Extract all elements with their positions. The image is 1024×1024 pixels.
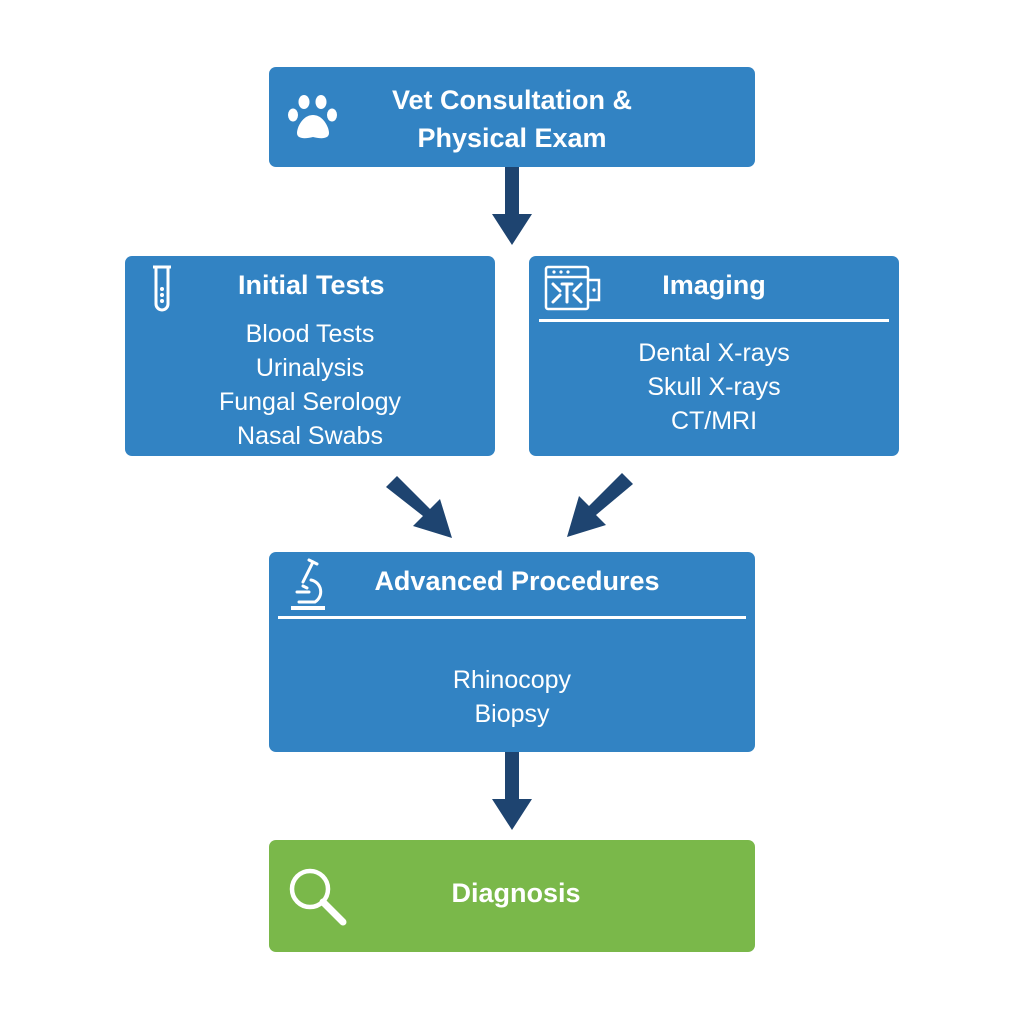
node-consultation: Vet Consultation & Physical Exam <box>269 67 755 167</box>
imaging-divider <box>539 319 889 322</box>
initial-tests-list: Blood Tests Urinalysis Fungal Serology N… <box>125 317 495 453</box>
test-tube-icon <box>153 265 171 312</box>
arrow-tests-to-advanced <box>386 476 452 538</box>
list-item: Dental X-rays <box>638 339 790 367</box>
consultation-title-line2: Physical Exam <box>417 123 607 153</box>
list-item: Biopsy <box>474 700 550 728</box>
arrow-consultation-to-tests <box>492 167 532 245</box>
diagnosis-title: Diagnosis <box>451 878 581 908</box>
node-imaging: Imaging Dental X-rays Skull X-rays CT/MR… <box>529 256 899 456</box>
list-item: Rhinocopy <box>452 666 572 694</box>
xray-machine-icon <box>544 265 601 311</box>
node-advanced-procedures: Advanced Procedures Rhinocopy Biopsy <box>269 552 755 752</box>
list-item: CT/MRI <box>670 407 758 435</box>
consultation-title: Vet Consultation & Physical Exam <box>269 81 755 157</box>
advanced-divider <box>278 616 746 619</box>
imaging-list: Dental X-rays Skull X-rays CT/MRI <box>529 336 899 438</box>
list-item: Urinalysis <box>255 354 365 382</box>
consultation-title-line1: Vet Consultation & <box>391 85 632 115</box>
list-item: Blood Tests <box>245 320 375 348</box>
arrow-advanced-to-diagnosis <box>492 752 532 830</box>
node-initial-tests: Initial Tests Blood Tests Urinalysis Fun… <box>125 256 495 456</box>
list-item: Fungal Serology <box>218 388 402 416</box>
imaging-title: Imaging <box>662 270 766 300</box>
paw-icon <box>288 95 337 139</box>
magnifier-icon <box>289 868 347 926</box>
list-item: Nasal Swabs <box>237 422 383 450</box>
list-item: Skull X-rays <box>647 373 781 401</box>
advanced-list: Rhinocopy Biopsy <box>269 663 755 731</box>
arrow-imaging-to-advanced <box>567 473 633 537</box>
initial-tests-title: Initial Tests <box>238 270 385 300</box>
node-diagnosis: Diagnosis <box>269 840 755 952</box>
advanced-title: Advanced Procedures <box>374 566 660 596</box>
microscope-icon <box>291 558 325 610</box>
